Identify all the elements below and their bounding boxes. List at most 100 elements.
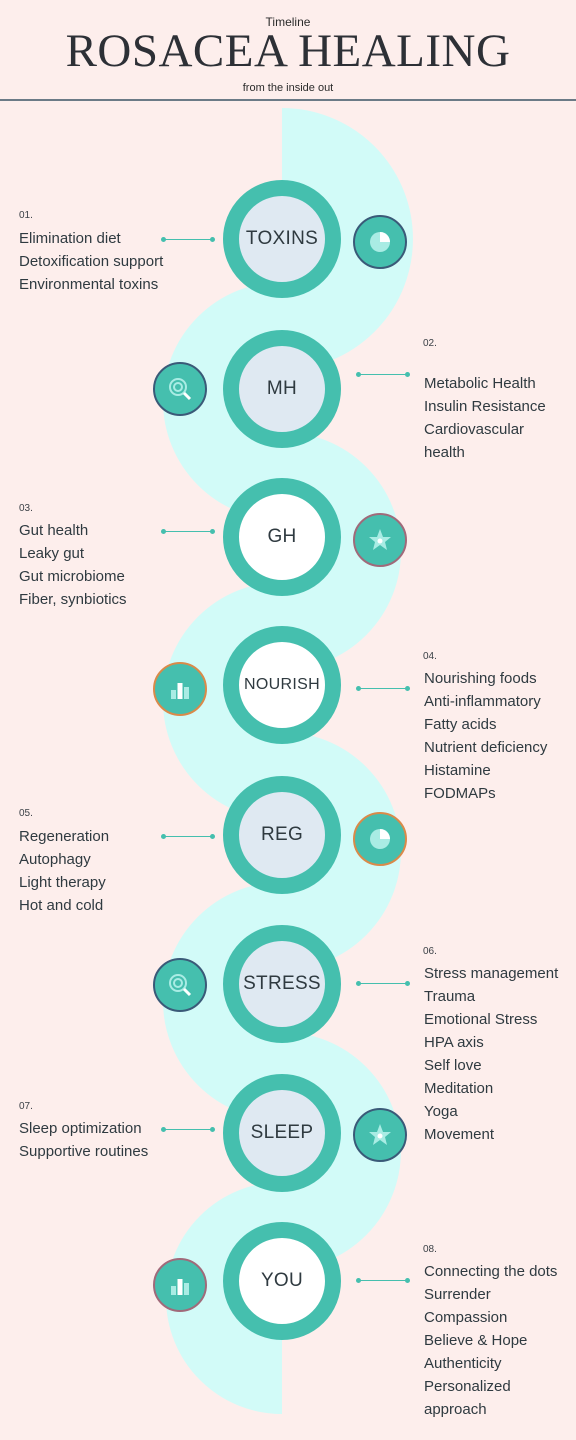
list-item: Meditation [424,1080,494,1097]
step-ring-reg: REG [223,776,341,894]
step-items-list: Regeneration Autophagy Light therapy Hot… [19,825,109,917]
step-ring-nourish: NOURISH [223,626,341,744]
list-item: Autophagy [19,851,91,868]
step-items-list: Metabolic Health Insulin Resistance Card… [424,372,546,464]
magnifier-icon [169,378,192,401]
pie-chart-icon [370,232,390,252]
step-number: 03. [19,503,33,514]
step-label: REG [260,824,304,845]
list-item: Nourishing foods [424,670,537,687]
bar-chart-icon [171,1279,189,1295]
list-item: health [424,444,465,461]
page-subtitle: from the inside out [242,82,334,94]
step-badge [153,662,207,716]
step-label: TOXINS [245,228,319,249]
step-items-list: Nourishing foods Anti-inflammatory Fatty… [424,667,547,805]
connector-line [161,529,215,534]
connector-line [356,981,410,986]
step-badge [353,1108,407,1162]
list-item: Hot and cold [19,897,104,914]
star-icon [369,1124,391,1145]
step-ring-gh: GH [223,478,341,596]
list-item: Compassion [424,1309,508,1326]
step-label: NOURISH [244,676,320,693]
list-item: Personalized [424,1378,511,1395]
list-item: Cardiovascular [424,421,525,438]
step-items-list: Stress management Trauma Emotional Stres… [424,962,558,1146]
list-item: Nutrient deficiency [424,739,548,756]
list-item: Surrender [424,1286,491,1303]
step-ring-toxins: TOXINS [223,180,341,298]
connector-line [356,1278,410,1283]
magnifier-icon [169,974,192,997]
list-item: Movement [424,1126,495,1143]
bar-chart-icon [171,683,189,699]
step-items-list: Sleep optimization Supportive routines [19,1117,148,1163]
page-title: ROSACEA HEALING [65,25,511,77]
step-items-list: Gut health Leaky gut Gut microbiome Fibe… [19,519,127,611]
pie-chart-icon [370,829,390,849]
connector-line [161,1127,215,1132]
list-item: Metabolic Health [424,375,536,392]
connector-line [161,834,215,839]
header: Timeline ROSACEA HEALING from the inside… [0,0,576,101]
list-item: Leaky gut [19,545,85,562]
step-ring-stress: STRESS [223,925,341,1043]
list-item: Detoxification support [19,253,164,270]
list-item: Believe & Hope [424,1332,528,1349]
list-item: Environmental toxins [19,276,159,293]
step-label: GH [267,526,297,547]
step-label: YOU [260,1270,304,1291]
step-number: 05. [19,808,33,819]
step-badge [353,513,407,567]
list-item: Authenticity [424,1355,502,1372]
step-badge [153,362,207,416]
step-number: 07. [19,1101,33,1112]
list-item: Gut microbiome [19,568,125,585]
list-item: Connecting the dots [424,1263,558,1280]
step-number: 01. [19,210,33,221]
step-badge [353,812,407,866]
connector-line [356,372,410,377]
list-item: Regeneration [19,828,110,845]
list-item: Light therapy [19,874,106,891]
list-item: HPA axis [424,1034,484,1051]
list-item: Emotional Stress [424,1011,538,1028]
step-number: 04. [423,651,437,662]
list-item: FODMAPs [424,785,496,802]
step-badge [353,215,407,269]
list-item: Anti-inflammatory [424,693,541,710]
step-label: STRESS [243,973,321,994]
step-label: MH [266,378,298,399]
list-item: Trauma [424,988,476,1005]
step-number: 08. [423,1244,437,1255]
step-number: 02. [423,338,437,349]
list-item: Self love [424,1057,482,1074]
list-item: Gut health [19,522,89,539]
connector-line [356,686,410,691]
list-item: Fiber, synbiotics [19,591,127,608]
list-item: Stress management [424,965,559,982]
star-icon [369,529,391,550]
header-kicker: Timeline [265,15,311,29]
step-ring-sleep: SLEEP [223,1074,341,1192]
list-item: Histamine [424,762,491,779]
list-item: Sleep optimization [19,1120,142,1137]
connector-line [161,237,215,242]
list-item: Fatty acids [424,716,497,733]
list-item: Elimination diet [19,230,121,247]
step-ring-you: YOU [223,1222,341,1340]
list-item: approach [424,1401,487,1418]
step-badge [153,1258,207,1312]
step-number: 06. [423,946,437,957]
step-badge [153,958,207,1012]
header-divider [0,99,576,101]
step-items-list: Elimination diet Detoxification support … [19,227,163,296]
list-item: Insulin Resistance [424,398,546,415]
step-label: SLEEP [250,1122,314,1143]
list-item: Yoga [424,1103,458,1120]
step-items-list: Connecting the dots Surrender Compassion… [424,1260,557,1421]
list-item: Supportive routines [19,1143,149,1160]
step-ring-mh: MH [223,330,341,448]
